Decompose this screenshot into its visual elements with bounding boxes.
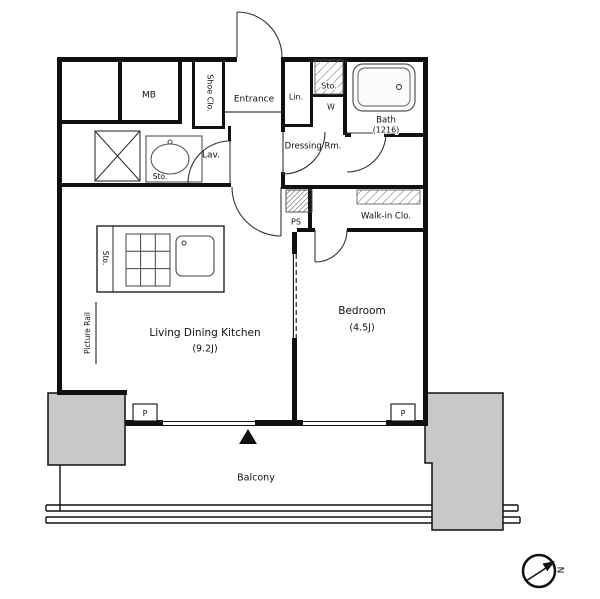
shoe-closet-label: Shoe Clo. (206, 74, 215, 112)
pipe-space-label: PS (291, 218, 301, 227)
ldk-door-swing (231, 186, 282, 237)
compass-icon: N (521, 553, 565, 589)
washer-label: W (327, 103, 335, 112)
dressing-room-door-swing (282, 131, 326, 175)
bedroom-size-label: (4.5J) (349, 323, 374, 334)
pillar-marker-left-box (132, 403, 158, 422)
pillar-left-block (47, 392, 126, 466)
pillar-right-block (424, 392, 504, 531)
lavatory-label: Lav. (202, 151, 220, 161)
window-lines (163, 420, 386, 427)
walk-in-closet-hanger-hatch (356, 189, 421, 205)
balcony-marker-triangle (239, 429, 257, 444)
pillar-marker-left-label: P (143, 409, 148, 418)
lavatory-storage-label: Sto. (153, 172, 168, 181)
ldk-size-label: (9.2J) (192, 344, 217, 355)
bedroom-label: Bedroom (338, 305, 386, 317)
lavatory-sink-icon (145, 135, 203, 183)
bathtub-icon (352, 63, 416, 112)
entrance-label: Entrance (234, 95, 275, 105)
balcony-label: Balcony (237, 473, 275, 484)
mb-label: MB (142, 91, 156, 101)
walk-in-closet-label: Walk-in Clo. (361, 212, 411, 222)
entrance-door-swing (236, 11, 283, 58)
pillar-marker-right-label: P (401, 409, 406, 418)
storage-xbox-icon (94, 130, 141, 182)
stove-icon (125, 233, 171, 287)
dressing-room-label: Dressing Rm. (285, 142, 342, 152)
bath-door-swing (346, 132, 387, 173)
hall-storage-hatch (314, 59, 344, 95)
hall-storage-label: Sto. (321, 82, 337, 91)
lavatory-door-swing (187, 140, 231, 184)
linen-label: Lin. (289, 93, 303, 102)
kitchen-sink-icon (175, 235, 215, 277)
sliding-door (292, 254, 297, 338)
kitchen-storage-label: Sto. (101, 251, 110, 266)
bath-size-label: (1216) (373, 126, 400, 135)
picture-rail-label: Picture Rail (83, 312, 92, 354)
pillar-markers (132, 403, 416, 422)
compass-north-label: N (555, 567, 565, 574)
pillars (47, 392, 504, 531)
pillar-marker-right-box (390, 403, 416, 422)
door-swings (187, 11, 387, 263)
walk-in-closet-door-swing (314, 229, 348, 263)
bath-label: Bath (376, 116, 396, 126)
pipe-space-hatch (285, 189, 313, 213)
ldk-label: Living Dining Kitchen (149, 327, 260, 339)
room-labels: MB Shoe Clo. Entrance Lin. Sto. W Bath (… (83, 74, 412, 484)
